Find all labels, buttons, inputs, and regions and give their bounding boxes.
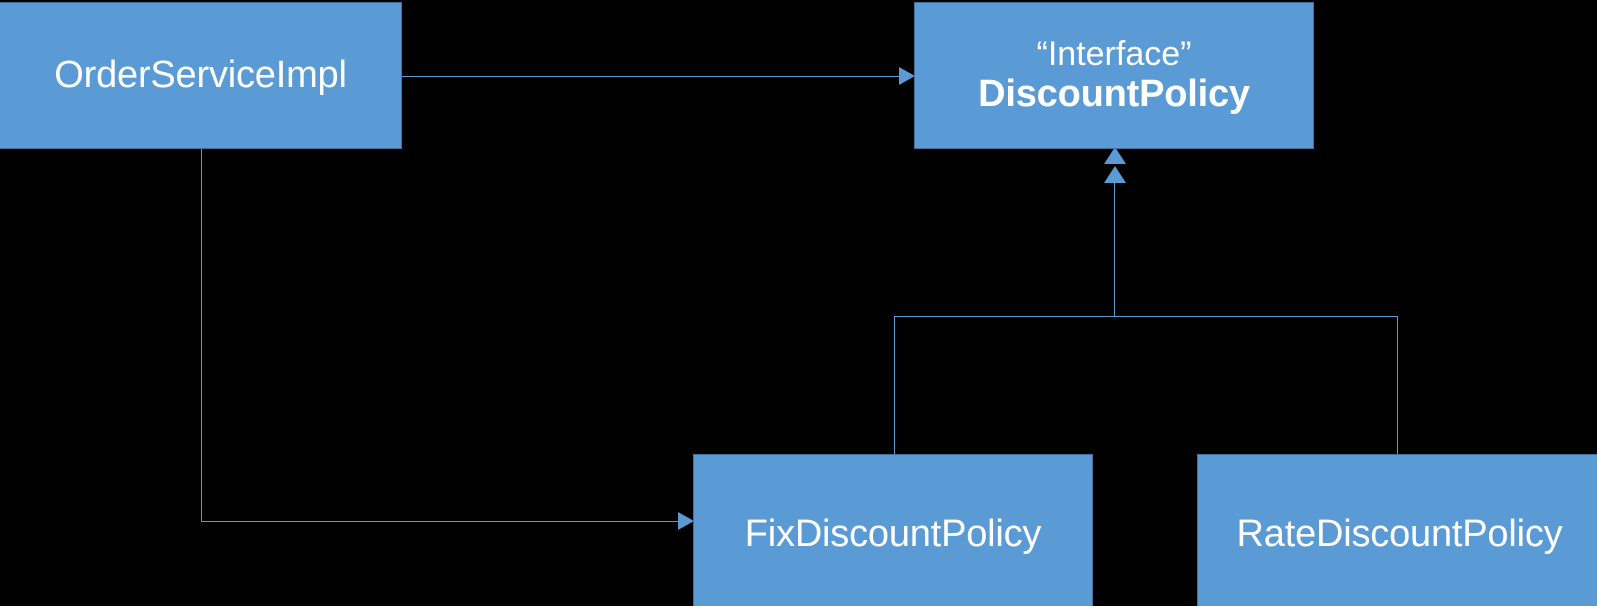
arrowhead-to-fix-discount-policy (678, 512, 694, 530)
class-box-rate-discount-policy[interactable]: RateDiscountPolicy (1197, 454, 1597, 606)
edge-realization-crossbar (894, 316, 1398, 317)
edge-order-service-to-fix-discount-policy (201, 521, 680, 522)
edge-order-service-drop-line (201, 148, 202, 521)
class-box-order-service-impl[interactable]: OrderServiceImpl (0, 2, 402, 149)
class-box-label: OrderServiceImpl (54, 54, 347, 97)
class-box-stereotype: “Interface” (1036, 35, 1192, 74)
edge-order-service-to-discount-policy (401, 76, 901, 77)
class-box-label: FixDiscountPolicy (744, 512, 1042, 555)
class-box-discount-policy[interactable]: “Interface” DiscountPolicy (914, 2, 1314, 149)
class-box-label: DiscountPolicy (978, 73, 1250, 116)
arrowhead-realization-lower (1104, 166, 1126, 183)
edge-realization-branch-rate (1397, 316, 1398, 455)
class-box-label: RateDiscountPolicy (1236, 512, 1563, 555)
edge-realization-riser (1114, 168, 1115, 316)
class-box-fix-discount-policy[interactable]: FixDiscountPolicy (693, 454, 1093, 606)
arrowhead-to-discount-policy (899, 67, 915, 85)
arrowhead-realization-upper (1104, 147, 1126, 164)
edge-realization-branch-fix (894, 316, 895, 455)
